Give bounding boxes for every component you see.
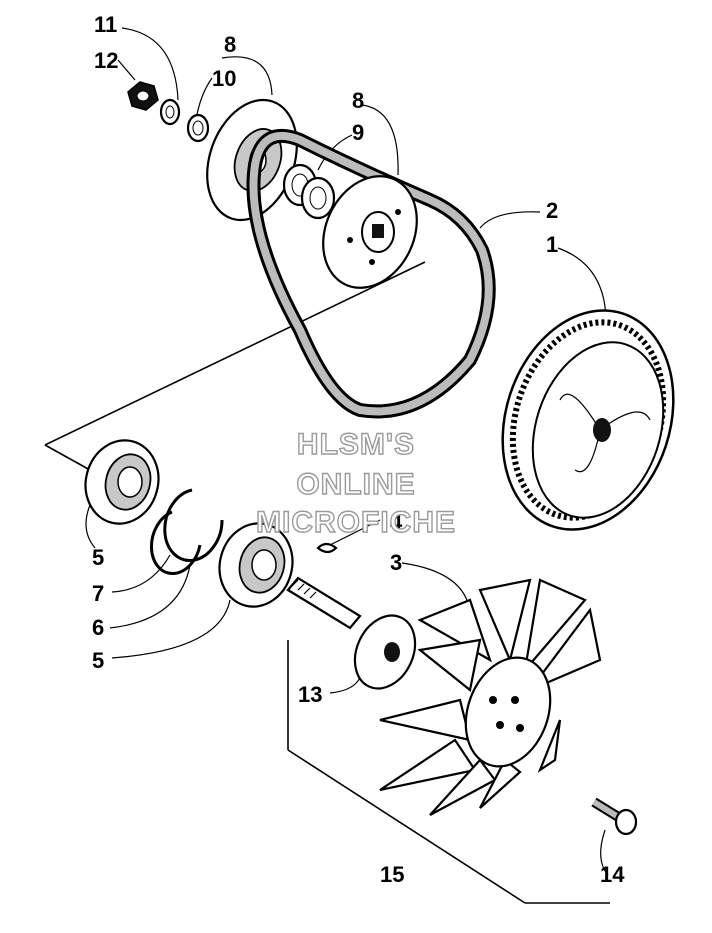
leader-lines: [44, 27, 610, 904]
callout-15: 15: [380, 862, 404, 887]
callout-6: 6: [92, 615, 104, 640]
drive-belt-part-2: [246, 129, 496, 419]
callout-labels: 11 12 8 10 8 9 2 1 4 3 5 7 6 5 13 15 14: [92, 12, 625, 887]
callout-4: 4: [390, 510, 403, 535]
callout-8-lower: 8: [352, 88, 364, 113]
callout-10: 10: [212, 66, 236, 91]
driven-pulley-part-1: [501, 309, 675, 531]
watermark-line-1: HLSM'S: [297, 428, 415, 461]
bushing-part-9: [282, 163, 336, 220]
fan-part-3: [379, 578, 602, 816]
callout-7: 7: [92, 581, 104, 606]
watermark: HLSM'S ONLINE MICROFICHE: [255, 427, 456, 539]
callout-5-left: 5: [92, 545, 104, 570]
callout-2: 2: [546, 198, 558, 223]
lock-washer-part-11: [159, 98, 181, 126]
watermark-line-3: MICROFICHE: [256, 506, 456, 539]
callout-3: 3: [390, 550, 402, 575]
nut-part-12: [127, 81, 159, 111]
callout-11: 11: [94, 12, 117, 37]
callout-5-right: 5: [92, 648, 104, 673]
callout-12: 12: [94, 48, 118, 73]
key-part-4: [316, 542, 338, 554]
shaft-part-13: [286, 576, 417, 690]
sheave-half-part-8-lower: [322, 175, 418, 289]
bearing-part-5-left: [84, 439, 160, 525]
washer-part-10: [186, 113, 210, 143]
callout-8-upper: 8: [224, 32, 236, 57]
callout-13: 13: [298, 682, 322, 707]
bolt-part-14: [591, 797, 638, 836]
snap-ring-part-6: [149, 510, 202, 576]
callout-14: 14: [600, 862, 625, 887]
callout-1: 1: [546, 232, 558, 257]
snap-ring-part-7: [163, 488, 224, 562]
bearing-part-5-right: [218, 522, 294, 608]
watermark-line-2: ONLINE: [296, 468, 415, 501]
callout-9: 9: [352, 120, 364, 145]
